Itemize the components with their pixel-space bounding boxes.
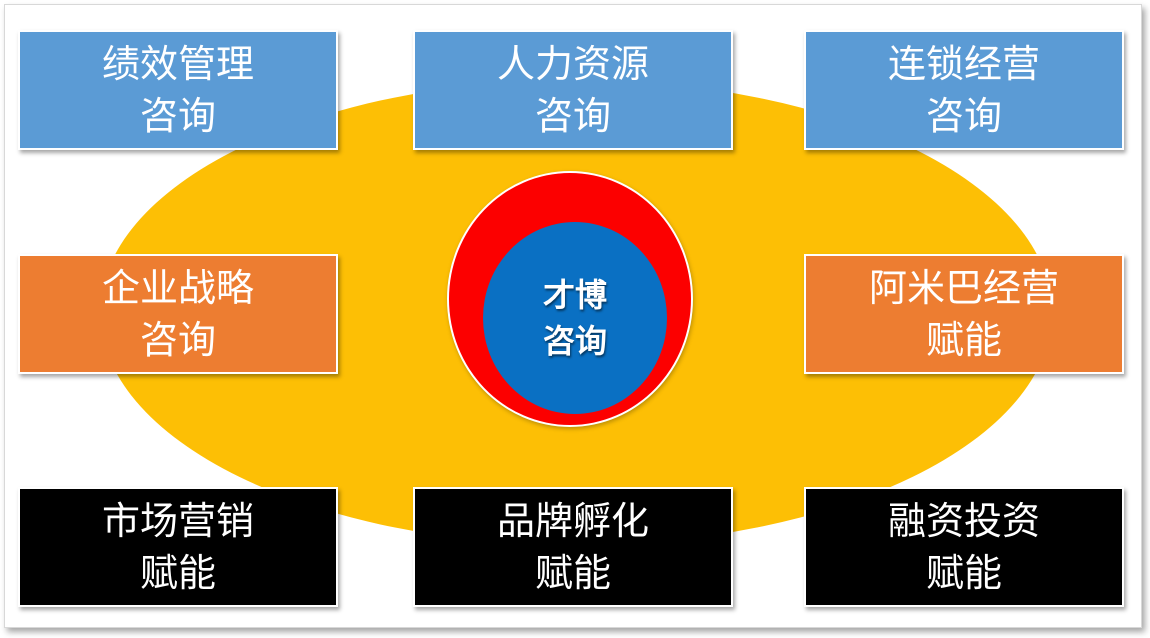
- box-title: 品牌孵化: [496, 499, 649, 543]
- box-subtitle: 咨询: [534, 94, 611, 138]
- box-performance-management: 绩效管理 咨询: [18, 30, 338, 150]
- box-human-resources: 人力资源 咨询: [413, 30, 733, 150]
- box-marketing: 市场营销 赋能: [18, 487, 338, 607]
- box-title: 人力资源: [496, 42, 649, 86]
- box-corporate-strategy: 企业战略 咨询: [18, 254, 338, 374]
- box-subtitle: 咨询: [139, 318, 216, 362]
- box-subtitle: 赋能: [925, 551, 1002, 595]
- box-financing-investment: 融资投资 赋能: [804, 487, 1124, 607]
- center-label-line2: 咨询: [542, 322, 607, 360]
- box-title: 绩效管理: [101, 42, 254, 86]
- box-title: 连锁经营: [887, 42, 1040, 86]
- box-subtitle: 赋能: [925, 318, 1002, 362]
- center-label: 才博 咨询: [483, 222, 667, 414]
- box-title: 市场营销: [101, 499, 254, 543]
- box-subtitle: 赋能: [139, 551, 216, 595]
- box-title: 阿米巴经营: [868, 266, 1059, 310]
- center-label-line1: 才博: [542, 276, 607, 314]
- box-brand-incubation: 品牌孵化 赋能: [413, 487, 733, 607]
- box-title: 融资投资: [887, 499, 1040, 543]
- box-title: 企业战略: [101, 266, 254, 310]
- center-circle: [483, 222, 667, 414]
- box-chain-operation: 连锁经营 咨询: [804, 30, 1124, 150]
- box-subtitle: 赋能: [534, 551, 611, 595]
- box-subtitle: 咨询: [139, 94, 216, 138]
- box-amoeba-management: 阿米巴经营 赋能: [804, 254, 1124, 374]
- box-subtitle: 咨询: [925, 94, 1002, 138]
